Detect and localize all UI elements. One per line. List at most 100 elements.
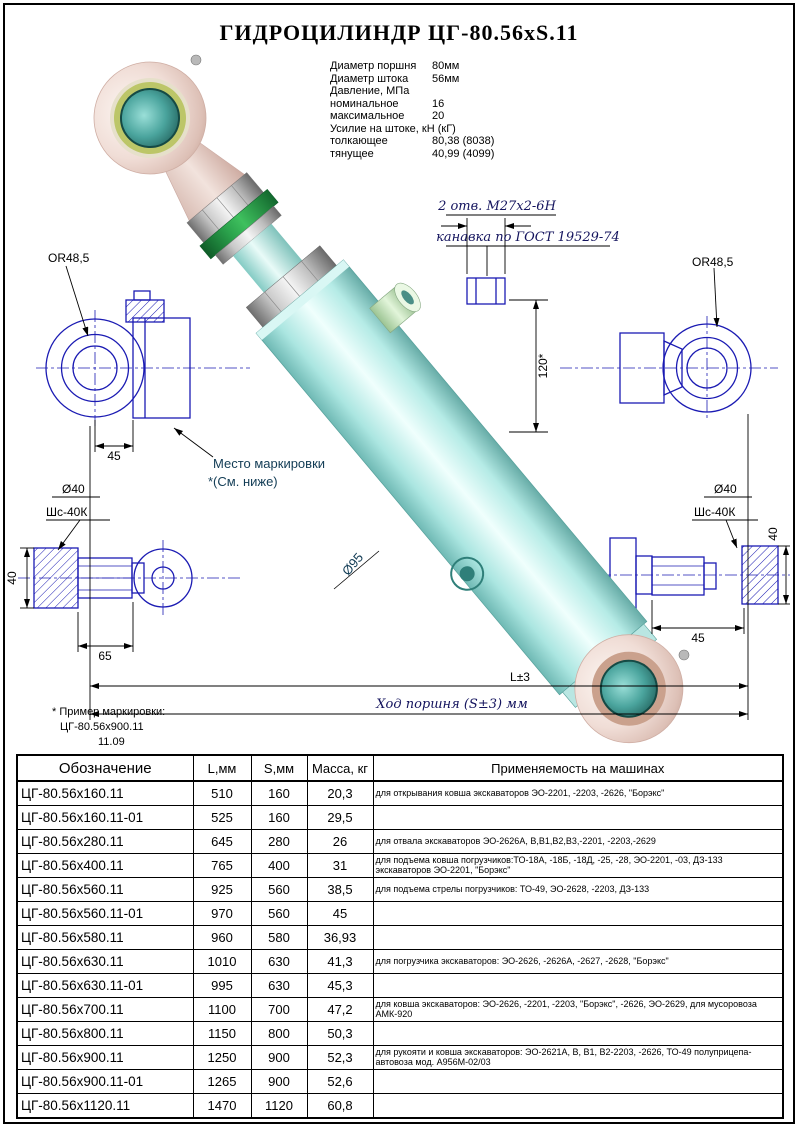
label-bearing-left: Шс-40К — [46, 505, 87, 519]
cell-mass: 31 — [306, 853, 374, 878]
cell-designation: ЦГ-80.56х160.11-01 — [16, 805, 194, 830]
marking-example-code: ЦГ-80.56х900.11 — [60, 721, 144, 733]
cell-length: 1265 — [192, 1069, 252, 1094]
cell-length: 645 — [192, 829, 252, 854]
label-dim-length: L±3 — [510, 670, 530, 684]
label-dim-120: 120* — [536, 353, 550, 378]
cell-stroke: 800 — [250, 1021, 308, 1046]
second-port-hole — [450, 556, 485, 591]
cell-designation: ЦГ-80.56х900.11-01 — [16, 1069, 194, 1094]
spec-label: Усилие на штоке, кН (кГ) — [330, 122, 456, 135]
cell-mass: 45 — [306, 901, 374, 926]
spec-label: тянущее — [330, 147, 374, 160]
spec-label: Диаметр штока — [330, 72, 409, 85]
label-dia40-left: Ø40 — [62, 482, 85, 496]
cell-length: 1150 — [192, 1021, 252, 1046]
cell-designation: ЦГ-80.56х560.11-01 — [16, 901, 194, 926]
cell-mass: 41,3 — [306, 949, 374, 974]
cell-length: 1100 — [192, 997, 252, 1022]
spec-value: 40,99 (4099) — [432, 147, 495, 160]
left-eye-2d-view — [45, 290, 191, 419]
cell-length: 960 — [192, 925, 252, 950]
cell-application — [372, 901, 784, 926]
cell-designation: ЦГ-80.56х800.11 — [16, 1021, 194, 1046]
spec-label: Диаметр поршня — [330, 60, 417, 72]
col-length: L,мм — [192, 754, 252, 782]
label-groove-note: канавка по ГОСТ 19529-74 — [436, 230, 620, 245]
spec-row: толкающее 80,38 (8038) — [330, 135, 494, 148]
spec-label: максимальное — [330, 110, 405, 122]
table-header-row: Обозначение L,мм S,мм Масса, кг Применяе… — [16, 754, 784, 782]
cell-application: для подъема ковша погрузчиков:ТО-18А, -1… — [372, 853, 784, 878]
cell-stroke: 900 — [250, 1045, 308, 1070]
cell-designation: ЦГ-80.56х1120.11 — [16, 1093, 194, 1119]
cell-designation: ЦГ-80.56х560.11 — [16, 877, 194, 902]
spec-value: 20 — [432, 110, 445, 122]
spec-row: Усилие на штоке, кН (кГ) — [330, 123, 494, 136]
cell-length: 925 — [192, 877, 252, 902]
label-marking-place-1: Место маркировки — [213, 456, 325, 471]
dimension-lines — [20, 214, 790, 720]
grease-nipple-top — [190, 54, 202, 66]
cell-stroke: 560 — [250, 901, 308, 926]
cell-stroke: 700 — [250, 997, 308, 1022]
right-eye-2d-view — [619, 323, 752, 413]
applicability-table: Обозначение L,мм S,мм Масса, кг Применяе… — [16, 754, 784, 1119]
label-dia95: Ø95 — [339, 550, 366, 578]
cylinder-barrel — [255, 259, 648, 696]
cell-designation: ЦГ-80.56х400.11 — [16, 853, 194, 878]
cell-stroke: 160 — [250, 780, 308, 806]
spec-value: 80,38 (8038) — [432, 135, 495, 147]
cell-application — [372, 925, 784, 950]
cell-application: для ковша экскаваторов: ЭО-2626, -2201, … — [372, 997, 784, 1022]
cell-mass: 60,8 — [306, 1093, 374, 1119]
cell-stroke: 900 — [250, 1069, 308, 1094]
port-2d-view — [466, 277, 506, 305]
cell-mass: 38,5 — [306, 877, 374, 902]
cell-designation: ЦГ-80.56х580.11 — [16, 925, 194, 950]
cell-stroke: 580 — [250, 925, 308, 950]
cell-stroke: 630 — [250, 949, 308, 974]
piston-rod — [233, 223, 303, 293]
label-dim-65: 65 — [98, 649, 112, 663]
cell-stroke: 280 — [250, 829, 308, 854]
cell-application — [372, 1021, 784, 1046]
cell-mass: 50,3 — [306, 1021, 374, 1046]
cell-application — [372, 973, 784, 998]
label-dim-45-eye: 45 — [107, 449, 121, 463]
cell-designation: ЦГ-80.56х900.11 — [16, 1045, 194, 1070]
cell-stroke: 1120 — [250, 1093, 308, 1119]
spec-value: 80мм — [432, 60, 460, 72]
cell-application: для погрузчика экскаваторов: ЭО-2626, -2… — [372, 949, 784, 974]
cell-mass: 36,93 — [306, 925, 374, 950]
cell-length: 1010 — [192, 949, 252, 974]
marking-example-title: * Пример маркировки: — [52, 706, 165, 718]
spec-label: толкающее — [330, 135, 388, 147]
label-holes-note: 2 отв. М27х2-6Н — [437, 199, 557, 214]
cell-mass: 20,3 — [306, 780, 374, 806]
spec-value: 56мм — [432, 72, 460, 85]
cell-length: 1250 — [192, 1045, 252, 1070]
cell-application: для рукояти и ковша экскаваторов: ЭО-262… — [372, 1045, 784, 1070]
label-or-right: OR48,5 — [692, 255, 734, 269]
label-dia40-right: Ø40 — [714, 482, 737, 496]
cell-length: 970 — [192, 901, 252, 926]
spec-row: тянущее 40,99 (4099) — [330, 148, 494, 161]
cylinder-3d-render — [93, 61, 684, 744]
cell-stroke: 400 — [250, 853, 308, 878]
cell-stroke: 560 — [250, 877, 308, 902]
cell-stroke: 630 — [250, 973, 308, 998]
grease-nipple-bottom — [678, 649, 690, 661]
cell-application: для отвала экскаваторов ЭО-2626А, В,В1,В… — [372, 829, 784, 854]
